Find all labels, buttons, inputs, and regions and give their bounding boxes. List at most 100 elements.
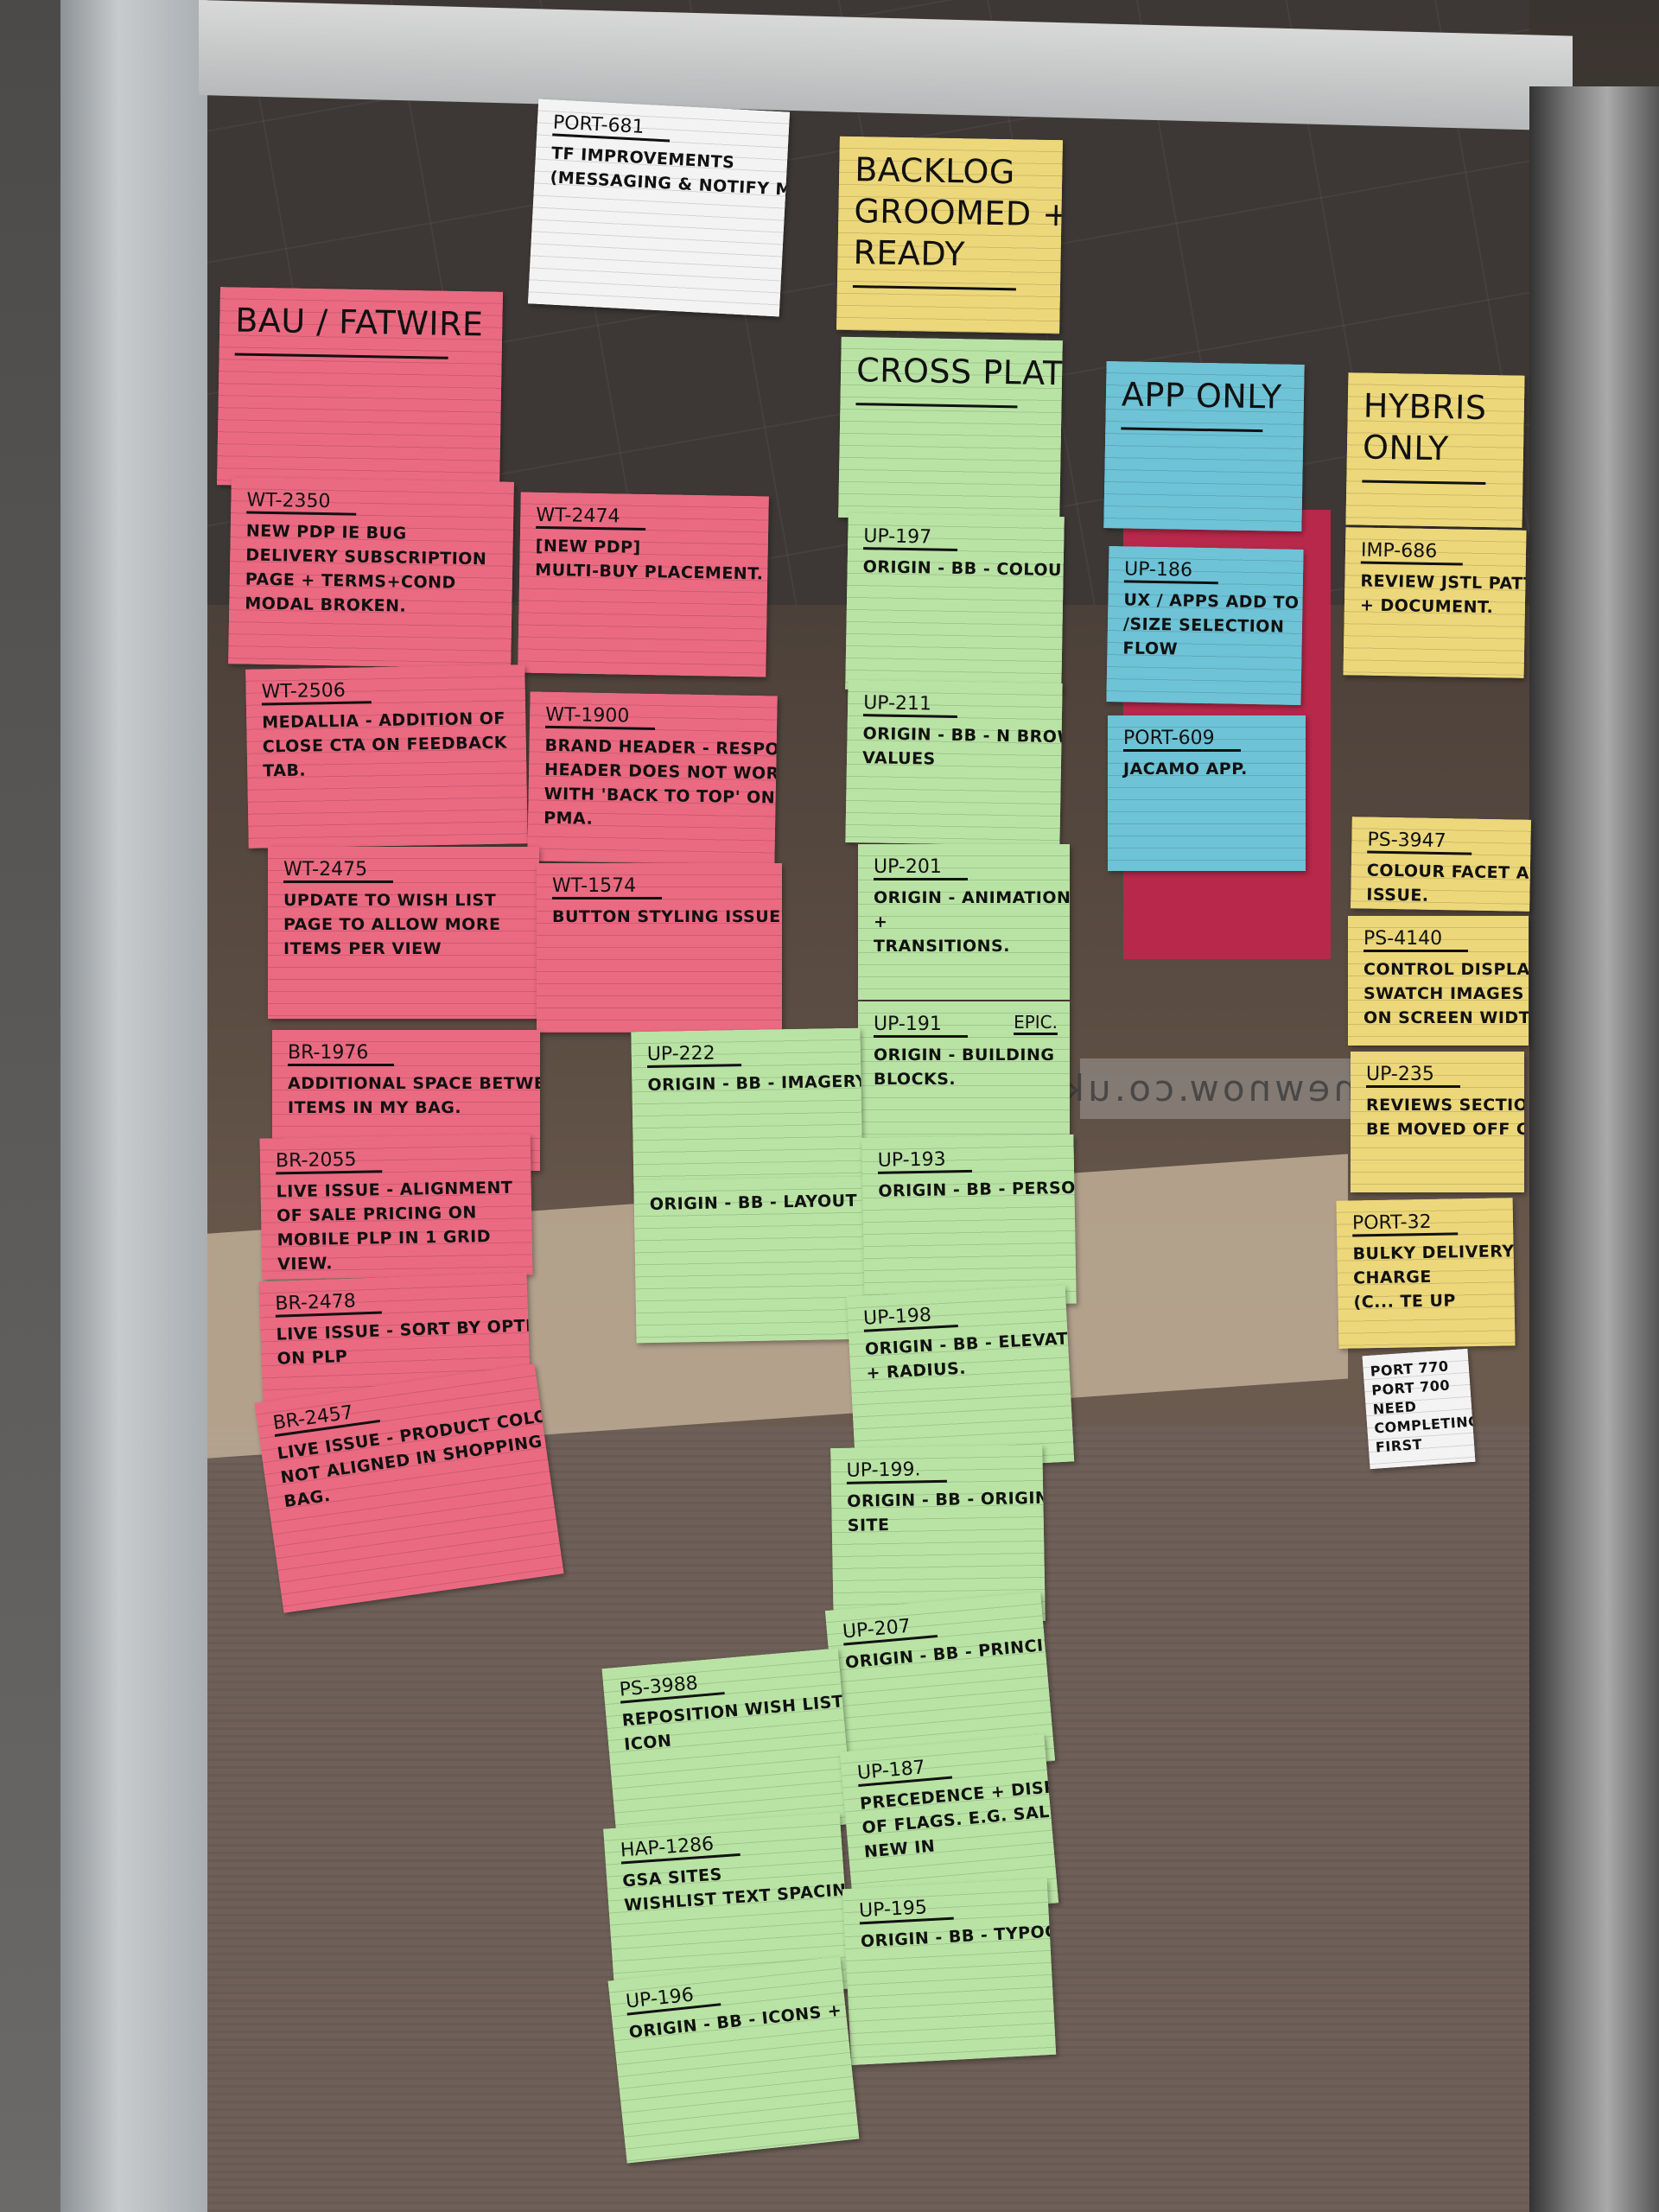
card-text-line: issue. bbox=[1366, 885, 1429, 906]
card-text-line: close CTA on feedback bbox=[262, 733, 508, 757]
card-text-line: Update to wish list bbox=[283, 891, 497, 910]
card-ticket-id: PS-3947 bbox=[1367, 829, 1472, 855]
card-text-line: Brand header - responsive bbox=[544, 735, 778, 760]
card-text-line: Origin - BB - imagery bbox=[647, 1071, 863, 1096]
task-card[interactable]: WT-1574Button styling issues. bbox=[537, 863, 782, 1033]
card-text-line: flow bbox=[1122, 639, 1179, 659]
task-card[interactable]: WT-2475Update to wish list page to allow … bbox=[268, 847, 539, 1019]
card-text-line: Origin - BB - typography bbox=[860, 1918, 1057, 1952]
task-card[interactable]: UP-201Origin - animations + transitions. bbox=[858, 844, 1070, 1000]
card-ticket-id: UP-186 bbox=[1123, 558, 1219, 585]
task-card[interactable]: IMP-686Review JSTL patterns+ document. bbox=[1343, 527, 1527, 678]
card-text-line: Bulky delivery bbox=[1352, 1242, 1515, 1264]
card-ticket-id: HAP-1286 bbox=[620, 1831, 741, 1865]
card-ticket-id: UP-222 bbox=[646, 1042, 741, 1069]
card-text-line: Backlog bbox=[854, 150, 1016, 192]
card-ticket-id: UP-199. bbox=[846, 1458, 947, 1484]
card-ticket-id: PS-4140 bbox=[1363, 928, 1469, 952]
task-card[interactable]: WT-1900Brand header - responsiveheader d… bbox=[527, 691, 778, 866]
card-ticket-id: UP-191 bbox=[874, 1014, 968, 1038]
card-ticket-id: PS-3988 bbox=[618, 1670, 725, 1704]
card-text-line: header does not work bbox=[543, 760, 778, 784]
column-header-card[interactable]: BacklogGroomed +Ready bbox=[836, 136, 1063, 334]
card-ticket-id: WT-2506 bbox=[261, 679, 372, 706]
card-text-line: with 'back to top' on bbox=[543, 784, 776, 808]
card-ticket-id: BR-2055 bbox=[275, 1148, 383, 1175]
task-card[interactable]: BR-2457Live issue - product colournot al… bbox=[254, 1363, 564, 1613]
card-text-line: Ready bbox=[853, 233, 966, 274]
task-card[interactable]: PS-3947Colour facet arrowissue. bbox=[1351, 817, 1531, 912]
card-ticket-id: WT-1574 bbox=[552, 875, 663, 899]
card-text-line: + bbox=[874, 912, 888, 931]
card-text-line: Review JSTL patterns bbox=[1360, 571, 1527, 595]
column-header-card[interactable]: Cross Platforms bbox=[838, 336, 1063, 522]
column-header-card[interactable]: BAU / Fatwire bbox=[217, 287, 503, 490]
task-card[interactable]: UP-211Origin - BB - N Brownvalues bbox=[845, 679, 1063, 847]
task-card[interactable]: Origin - BB - layout bbox=[633, 1176, 866, 1344]
card-text-line: transitions. bbox=[874, 937, 1010, 956]
card-text-line: Origin - BB - layout bbox=[649, 1191, 858, 1215]
header-underline bbox=[852, 285, 1016, 291]
card-text-line: Colour facet arrow bbox=[1366, 861, 1531, 884]
task-card[interactable]: PORT-32Bulky deliverycharge(c... te up bbox=[1336, 1198, 1516, 1349]
task-card[interactable]: UP-195Origin - BB - typography bbox=[842, 1878, 1057, 2066]
card-text-line: Additional space between bbox=[288, 1074, 540, 1093]
header-underline bbox=[234, 353, 449, 359]
card-text-line: page to allow more bbox=[283, 915, 501, 934]
card-text-line: Live issue - alignment bbox=[276, 1178, 513, 1202]
task-card[interactable]: UP-196Origin - BB - icons + assets bbox=[607, 1956, 860, 2164]
card-text-line: be moved off canvas bbox=[1366, 1120, 1524, 1139]
card-ticket-id: IMP-686 bbox=[1360, 539, 1464, 566]
card-ticket-id: WT-1900 bbox=[544, 703, 656, 731]
task-card[interactable]: WT-2474[New PDP]Multi-buy placement. bbox=[518, 492, 769, 677]
card-text-line: Groomed + bbox=[854, 192, 1063, 234]
card-text-line: values bbox=[861, 748, 936, 769]
task-card[interactable]: UP-191Epic.Origin - buildingblocks. bbox=[858, 1001, 1070, 1149]
task-card[interactable]: WT-2506Medallia - addition ofclose CTA o… bbox=[245, 664, 528, 849]
card-ticket-id: PORT-681 bbox=[552, 111, 671, 143]
card-ticket-id: BR-2478 bbox=[275, 1289, 383, 1318]
card-ticket-id: UP-201 bbox=[874, 856, 968, 880]
card-text-line: items per view bbox=[283, 939, 442, 958]
column-header-card[interactable]: App only bbox=[1103, 361, 1305, 531]
card-ticket-id: PORT-609 bbox=[1123, 728, 1241, 752]
card-text-line: Origin - animations bbox=[874, 888, 1070, 907]
card-ticket-id: WT-2475 bbox=[283, 859, 394, 883]
card-text-line: Hybris bbox=[1363, 386, 1487, 428]
card-ticket-id: UP-196 bbox=[625, 1981, 721, 2016]
task-card[interactable]: PS-4140Control display ofswatch images b… bbox=[1348, 916, 1529, 1046]
card-text-line: Origin - BB - N Brown bbox=[862, 724, 1063, 747]
card-text-line: + document. bbox=[1359, 595, 1494, 618]
task-card[interactable]: Port 770Port 700needcompletingfirst bbox=[1362, 1348, 1476, 1470]
card-ticket-id: UP-235 bbox=[1366, 1064, 1460, 1088]
card-text-line: Origin - BB - personas bbox=[878, 1178, 1077, 1201]
card-text-line: UX / Apps add to bag bbox=[1123, 590, 1303, 613]
card-ticket-id: UP-193 bbox=[877, 1147, 972, 1174]
card-text-line: BAU / Fatwire bbox=[234, 301, 484, 344]
task-card[interactable]: UP-197Origin - BB - colours. bbox=[845, 512, 1065, 694]
task-card[interactable]: WT-2350New PDP IE bugDelivery subscripti… bbox=[228, 477, 514, 669]
card-text-line: only bbox=[1362, 428, 1450, 468]
task-card[interactable]: UP-222Origin - BB - imagery bbox=[631, 1027, 863, 1195]
card-text-line: Jacamo app. bbox=[1123, 760, 1248, 779]
card-text-line: blocks. bbox=[874, 1070, 957, 1089]
card-ticket-id: UP-195 bbox=[858, 1895, 954, 1925]
card-ticket-id: UP-198 bbox=[862, 1303, 958, 1332]
task-card[interactable]: PORT-609Jacamo app. bbox=[1108, 715, 1306, 871]
card-text-line: view. bbox=[276, 1254, 334, 1274]
card-ticket-id: UP-211 bbox=[862, 692, 958, 719]
card-text-line: App only bbox=[1121, 375, 1282, 416]
task-card[interactable]: UP-193Origin - BB - personas bbox=[861, 1134, 1077, 1308]
task-card[interactable]: UP-235Reviews section to be moved off can… bbox=[1351, 1052, 1524, 1192]
door-frame-left bbox=[60, 0, 207, 2212]
card-text-line: Origin - BB - colours. bbox=[862, 557, 1065, 581]
task-card[interactable]: BR-2055Live issue - alignmentof sale pri… bbox=[259, 1134, 533, 1280]
column-header-card[interactable]: Hybrisonly bbox=[1345, 372, 1525, 528]
card-text-line: /size selection bbox=[1122, 614, 1285, 637]
card-text-line: site bbox=[847, 1515, 890, 1535]
task-card[interactable]: UP-186 UX / Apps add to bag/size selectio… bbox=[1106, 546, 1304, 705]
card-text-line: Reviews section to bbox=[1366, 1096, 1524, 1115]
card-text-line: mobile PLP in 1 grid bbox=[276, 1227, 492, 1250]
card-ticket-id: WT-2350 bbox=[246, 489, 357, 516]
